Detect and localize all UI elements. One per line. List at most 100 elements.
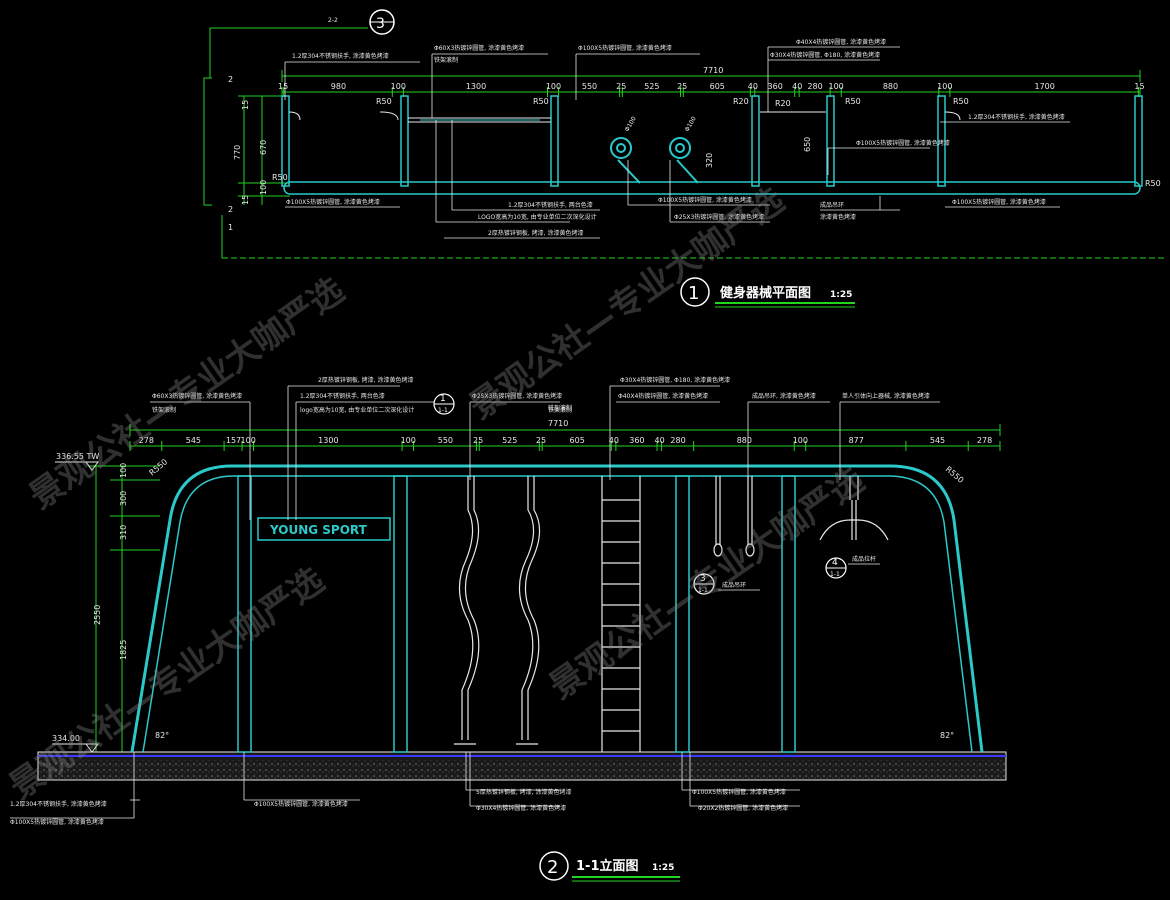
plan-segment-label: 280 xyxy=(807,82,822,91)
plan-callout-3: 铁架滚制 xyxy=(434,56,458,64)
plan-callout-8: Φ100X5热镀锌圆管, 涂漆黄色烤漆 xyxy=(856,139,950,147)
elev-angle-left: 82° xyxy=(155,731,169,740)
plan-title-scale: 1:25 xyxy=(830,290,852,300)
elev-main-frame-inner xyxy=(142,475,973,753)
plan-segment-label: 25 xyxy=(677,82,687,91)
elev-callout-8: Φ30X4热镀锌圆管, Φ180, 涂漆黄色烤漆 xyxy=(620,376,730,384)
plan-radius-2: R50 xyxy=(376,97,392,106)
plan-callout-11: LOGO宽高为10宽, 由专业单位二次深化设计 xyxy=(478,213,597,221)
plan-dim-650: 650 xyxy=(803,137,812,152)
elev-vertical-dims xyxy=(88,465,160,753)
elev-callout-16: Φ100X5热镀锌圆管, 涂漆黄色烤漆 xyxy=(254,800,348,808)
elev-hanging-chains xyxy=(713,476,755,557)
elev-pullup-handle xyxy=(819,476,889,541)
elev-callout-19: Φ100X5热镀锌圆管, 涂漆黄色烤漆 xyxy=(692,788,786,796)
plan-vdim-15b: 15 xyxy=(241,195,250,205)
svg-text:1-1: 1-1 xyxy=(438,407,448,414)
plan-segment-label: 15 xyxy=(278,82,288,91)
plan-dim-320: 320 xyxy=(705,153,714,168)
plan-segment-dims xyxy=(281,87,1141,97)
elev-segment-label: 877 xyxy=(849,436,864,445)
elev-angle-right: 82° xyxy=(940,731,954,740)
elev-segment-label: 100 xyxy=(793,436,808,445)
elev-posts xyxy=(237,475,796,753)
elev-callout-4: 1.2厚304不锈钢扶手, 两台色漆 xyxy=(300,392,385,400)
elev-segment-label: 100 xyxy=(401,436,416,445)
plan-radius-4: R20 xyxy=(733,97,749,106)
plan-callout-13: Φ100X5热镀锌圆管, 涂漆黄色烤漆 xyxy=(658,196,752,204)
plan-segment-label: 25 xyxy=(616,82,626,91)
plan-segment-label: 605 xyxy=(710,82,725,91)
elev-callout-3: 2厚热镀锌钢板, 烤漆, 涂漆黄色烤漆 xyxy=(318,376,413,384)
plan-overall-dim xyxy=(281,70,1141,82)
elev-segment-label: 605 xyxy=(570,436,585,445)
plan-callout-10: 1.2厚304不锈钢扶手, 两台色漆 xyxy=(508,201,593,209)
section-mark-number: 3 xyxy=(376,16,385,32)
elev-title: 1-1立面图 xyxy=(576,858,639,874)
elev-segment-label: 25 xyxy=(536,436,546,445)
plan-callout-9: Φ100X5热镀锌圆管, 涂漆黄色烤漆 xyxy=(286,198,380,206)
elev-segment-label: 545 xyxy=(930,436,945,445)
elev-callout-9: Φ40X4热镀锌圆管, 涂漆黄色烤漆 xyxy=(618,392,708,400)
elev-segment-label: 25 xyxy=(473,436,483,445)
svg-text:4: 4 xyxy=(832,558,838,568)
plan-base-pipe xyxy=(283,181,1141,195)
elev-segment-label: 278 xyxy=(977,436,992,445)
elev-vdim-1825: 1825 xyxy=(119,640,128,660)
plan-segment-label: 40 xyxy=(792,82,802,91)
section-mark-text: 2-2 xyxy=(328,17,338,24)
plan-segment-label: 100 xyxy=(546,82,561,91)
elev-logo-text: YOUNG SPORT xyxy=(269,523,368,537)
elev-callout-13: 成品拉杆 xyxy=(852,555,876,563)
svg-text:1-1: 1-1 xyxy=(830,571,840,578)
plan-twist-bars xyxy=(610,137,699,184)
elev-segment-label: 40 xyxy=(655,436,665,445)
elev-callout-17: 5厚热镀锌钢板, 烤漆, 涂漆黄色烤漆 xyxy=(476,788,571,796)
plan-vdim-100: 100 xyxy=(259,180,268,195)
plan-overall-dim-text: 7710 xyxy=(703,66,723,75)
plan-title-number: 1 xyxy=(688,283,699,304)
elev-segment-label: 157 xyxy=(226,436,241,445)
plan-radius-8: R50 xyxy=(1145,179,1161,188)
plan-callout-2: Φ60X3热镀锌圆管, 涂漆黄色烤漆 xyxy=(434,44,524,52)
elev-top-note: 铁架滚制 xyxy=(548,404,572,412)
plan-segment-label: 100 xyxy=(937,82,952,91)
elev-overall-dim-text: 7710 xyxy=(548,419,568,428)
elev-ladder xyxy=(601,476,641,752)
plan-radius-5: R20 xyxy=(775,99,791,108)
section-label-bottom: 2 xyxy=(228,205,233,214)
elev-segment-label: 280 xyxy=(670,436,685,445)
section-label-top: 2 xyxy=(228,75,233,84)
plan-vdim-770: 770 xyxy=(233,145,242,160)
plan-radius-7: R50 xyxy=(953,97,969,106)
svg-text:1: 1 xyxy=(440,394,446,404)
elev-callout-11: 单人引体向上器械, 涂漆黄色烤漆 xyxy=(842,392,930,400)
svg-text:1-1: 1-1 xyxy=(698,587,708,594)
plan-posts xyxy=(281,95,1143,187)
elev-ground-hatch xyxy=(38,760,1006,780)
elev-title-circle xyxy=(539,851,569,881)
plan-radius-6: R50 xyxy=(845,97,861,106)
elev-callout-14: 1.2厚304不锈钢扶手, 涂漆黄色烤漆 xyxy=(10,800,107,808)
elev-level-bottom: 334.00 xyxy=(52,734,80,743)
plan-title: 健身器械平面图 xyxy=(720,285,811,301)
plan-callout-1: 1.2厚304不锈钢扶手, 涂漆黄色烤漆 xyxy=(292,52,389,60)
plan-radius-1: R50 xyxy=(272,173,288,182)
plan-vdim-15a: 15 xyxy=(241,100,250,110)
elev-overall-dim xyxy=(129,424,1001,436)
plan-callout-4: Φ100X5热镀锌圆管, 涂漆黄色烤漆 xyxy=(578,44,672,52)
elev-title-scale: 1:25 xyxy=(652,863,674,873)
elev-wavy-bars xyxy=(454,476,541,745)
plan-radius-3: R50 xyxy=(533,97,549,106)
plan-vdim-670: 670 xyxy=(259,140,268,155)
svg-text:3: 3 xyxy=(700,574,706,584)
elev-segment-label: 880 xyxy=(737,436,752,445)
elev-callout-18: Φ30X4热镀锌圆管, 涂漆黄色烤漆 xyxy=(476,804,566,812)
plan-segment-label: 525 xyxy=(644,82,659,91)
elev-segment-label: 360 xyxy=(629,436,644,445)
plan-segment-label: 1700 xyxy=(1035,82,1055,91)
elev-callout-leaders xyxy=(10,385,940,819)
elev-callout-7: 铁架滚制 xyxy=(548,406,572,414)
